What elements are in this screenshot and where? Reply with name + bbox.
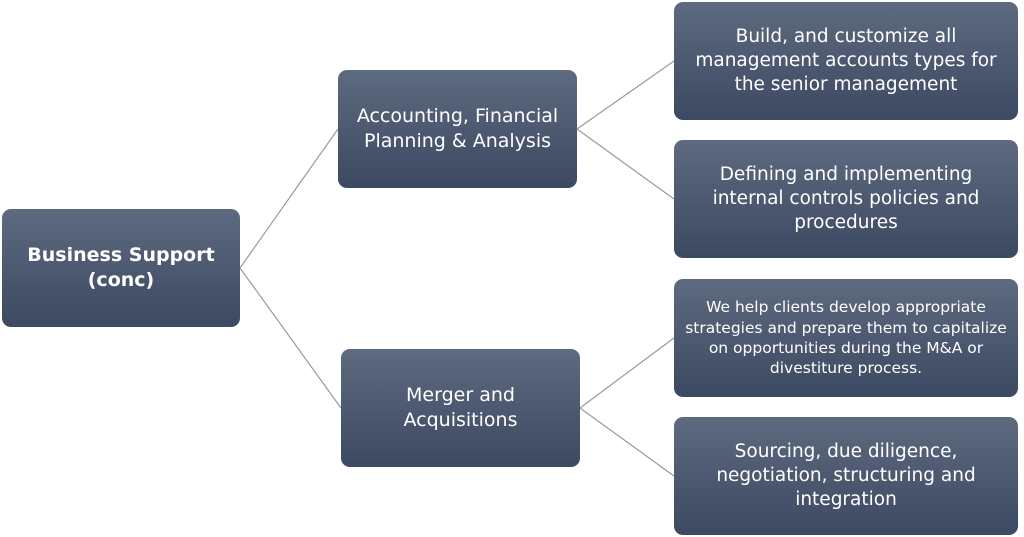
node-ma-strategies: We help clients develop appropriate stra…	[674, 279, 1018, 397]
connector-root-to-merger	[239, 267, 342, 409]
node-accounting-financial-planning-label: Accounting, Financial Planning & Analysi…	[356, 105, 559, 152]
node-merger-acquisitions-label: Merger and Acquisitions	[403, 384, 518, 431]
node-sourcing-due-diligence: Sourcing, due diligence, negotiation, st…	[674, 417, 1018, 535]
connector-merger-to-strategies	[579, 337, 675, 409]
node-internal-controls: Defining and implementing internal contr…	[674, 140, 1018, 258]
node-merger-acquisitions: Merger and Acquisitions	[341, 349, 580, 467]
node-internal-controls-label: Defining and implementing internal contr…	[712, 163, 980, 234]
node-business-support-label: Business Support (conc)	[27, 244, 215, 291]
connector-merger-to-sourcing	[579, 407, 675, 477]
node-ma-strategies-label: We help clients develop appropriate stra…	[685, 298, 1007, 378]
connector-root-to-accounting	[239, 128, 339, 269]
node-business-support: Business Support (conc)	[2, 209, 240, 327]
node-management-accounts: Build, and customize all management acco…	[674, 2, 1018, 120]
node-sourcing-due-diligence-label: Sourcing, due diligence, negotiation, st…	[716, 440, 976, 511]
node-management-accounts-label: Build, and customize all management acco…	[695, 25, 997, 96]
connector-accounting-to-management-accounts	[576, 60, 675, 130]
connector-accounting-to-internal-controls	[576, 128, 675, 200]
node-accounting-financial-planning: Accounting, Financial Planning & Analysi…	[338, 70, 577, 188]
